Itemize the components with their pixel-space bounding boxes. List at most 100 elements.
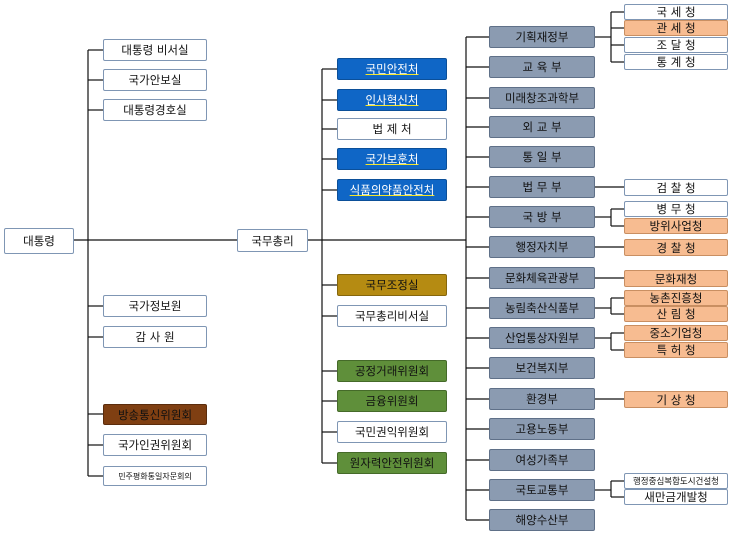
ministry-box: 행정자치부: [489, 236, 595, 258]
agency-label: 조 달 청: [656, 38, 696, 52]
agency-label: 문화재청: [654, 271, 698, 286]
pm-office-box: 국가보훈처: [337, 148, 447, 170]
ministry-label: 국 방 부: [522, 210, 562, 224]
president-agency-box: 방송통신위원회: [103, 404, 207, 425]
pm-commission-box: 원자력안전위원회: [337, 452, 447, 474]
ministry-label: 여성가족부: [515, 453, 569, 467]
agency-box: 특 허 청: [624, 342, 728, 358]
pm-commission-box: 공정거래위원회: [337, 360, 447, 382]
pm-commission-label: 금융위원회: [365, 394, 419, 408]
agency-label: 검 찰 청: [656, 180, 696, 195]
agency-box: 행정중심복합도시건설청: [624, 473, 728, 489]
agency-box: 경 찰 청: [624, 239, 728, 256]
agency-label: 산 림 청: [656, 307, 696, 321]
president-agency-label: 방송통신위원회: [117, 407, 193, 422]
agency-box: 문화재청: [624, 270, 728, 287]
president-agency-label: 민주평화통일자문회의: [118, 471, 192, 481]
ministry-box: 문화체육관광부: [489, 267, 595, 289]
agency-label: 기 상 청: [656, 392, 696, 407]
president-staff-label: 대통령 비서실: [121, 43, 189, 57]
ministry-label: 행정자치부: [515, 240, 569, 254]
president-agency-label: 감 사 원: [135, 330, 175, 344]
ministry-label: 환경부: [526, 392, 558, 406]
pm-office-label: 국무조정실: [365, 278, 419, 292]
pm-office-box: 법 제 처: [337, 118, 447, 140]
pm-office-label: 인사혁신처: [365, 93, 419, 107]
agency-box: 기 상 청: [624, 391, 728, 408]
president-staff-label: 국가안보실: [128, 73, 182, 87]
ministry-label: 산업통상자원부: [504, 331, 580, 345]
pm-commission-box: 금융위원회: [337, 390, 447, 412]
pm-office-label: 법 제 처: [372, 122, 412, 136]
agency-label: 경 찰 청: [656, 240, 696, 255]
pm-office-label: 식품의약품안전처: [349, 183, 435, 197]
agency-label: 방위사업청: [649, 219, 703, 233]
prime-minister-label: 국무총리: [251, 233, 294, 248]
agency-label: 농촌진흥청: [649, 291, 703, 305]
ministry-label: 통 일 부: [522, 150, 562, 164]
agency-box: 산 림 청: [624, 306, 728, 322]
ministry-box: 환경부: [489, 388, 595, 410]
president-agency-label: 국가정보원: [128, 299, 182, 313]
ministry-label: 교 육 부: [522, 60, 562, 74]
ministry-box: 산업통상자원부: [489, 327, 595, 349]
agency-label: 병 무 청: [656, 202, 696, 216]
pm-commission-box: 국민권익위원회: [337, 421, 447, 443]
pm-office-box: 국무총리비서실: [337, 305, 447, 327]
pm-office-label: 국가보훈처: [365, 152, 419, 166]
president-agency-label: 국가인권위원회: [117, 438, 193, 452]
ministry-label: 미래창조과학부: [504, 91, 580, 105]
president-label: 대통령: [23, 234, 55, 248]
agency-label: 국 세 청: [656, 5, 696, 19]
agency-box: 중소기업청: [624, 325, 728, 341]
pm-office-label: 국민안전처: [365, 62, 419, 76]
ministry-box: 교 육 부: [489, 56, 595, 78]
pm-commission-label: 공정거래위원회: [354, 364, 430, 378]
pm-office-box: 식품의약품안전처: [337, 179, 447, 201]
ministry-box: 해양수산부: [489, 509, 595, 531]
president-agency-box: 감 사 원: [103, 326, 207, 348]
ministry-box: 통 일 부: [489, 146, 595, 168]
pm-office-box: 인사혁신처: [337, 89, 447, 111]
ministry-label: 해양수산부: [515, 513, 569, 527]
agency-box: 검 찰 청: [624, 179, 728, 196]
ministry-label: 보건복지부: [515, 361, 569, 375]
ministry-label: 법 무 부: [522, 180, 562, 194]
prime-minister-box: 국무총리: [237, 229, 308, 252]
agency-box: 방위사업청: [624, 218, 728, 234]
agency-box: 새만금개발청: [624, 489, 728, 505]
ministry-box: 기획재정부: [489, 26, 595, 48]
president-box: 대통령: [4, 228, 74, 254]
ministry-label: 국토교통부: [515, 483, 569, 497]
agency-label: 특 허 청: [656, 343, 696, 357]
ministry-box: 외 교 부: [489, 116, 595, 138]
agency-label: 통 계 청: [656, 55, 696, 69]
agency-box: 병 무 청: [624, 201, 728, 217]
ministry-label: 기획재정부: [515, 30, 569, 44]
agency-box: 통 계 청: [624, 54, 728, 70]
ministry-box: 여성가족부: [489, 449, 595, 471]
agency-label: 행정중심복합도시건설청: [632, 477, 720, 487]
ministry-box: 국토교통부: [489, 479, 595, 501]
agency-label: 관 세 청: [656, 21, 696, 35]
pm-office-box: 국민안전처: [337, 58, 447, 80]
president-agency-box: 민주평화통일자문회의: [103, 466, 207, 486]
pm-office-label: 국무총리비서실: [354, 309, 430, 323]
president-staff-box: 국가안보실: [103, 69, 207, 91]
president-agency-box: 국가정보원: [103, 295, 207, 317]
ministry-box: 법 무 부: [489, 176, 595, 198]
pm-commission-label: 원자력안전위원회: [349, 456, 435, 470]
agency-box: 관 세 청: [624, 20, 728, 36]
ministry-label: 농림축산식품부: [504, 301, 580, 315]
agency-label: 중소기업청: [649, 326, 703, 340]
ministry-box: 농림축산식품부: [489, 297, 595, 319]
ministry-label: 문화체육관광부: [504, 271, 580, 285]
agency-box: 조 달 청: [624, 37, 728, 53]
president-staff-label: 대통령경호실: [123, 103, 187, 117]
ministry-box: 보건복지부: [489, 357, 595, 379]
ministry-label: 외 교 부: [522, 120, 562, 134]
pm-office-box: 국무조정실: [337, 274, 447, 296]
pm-commission-label: 국민권익위원회: [354, 425, 430, 439]
agency-box: 농촌진흥청: [624, 290, 728, 306]
